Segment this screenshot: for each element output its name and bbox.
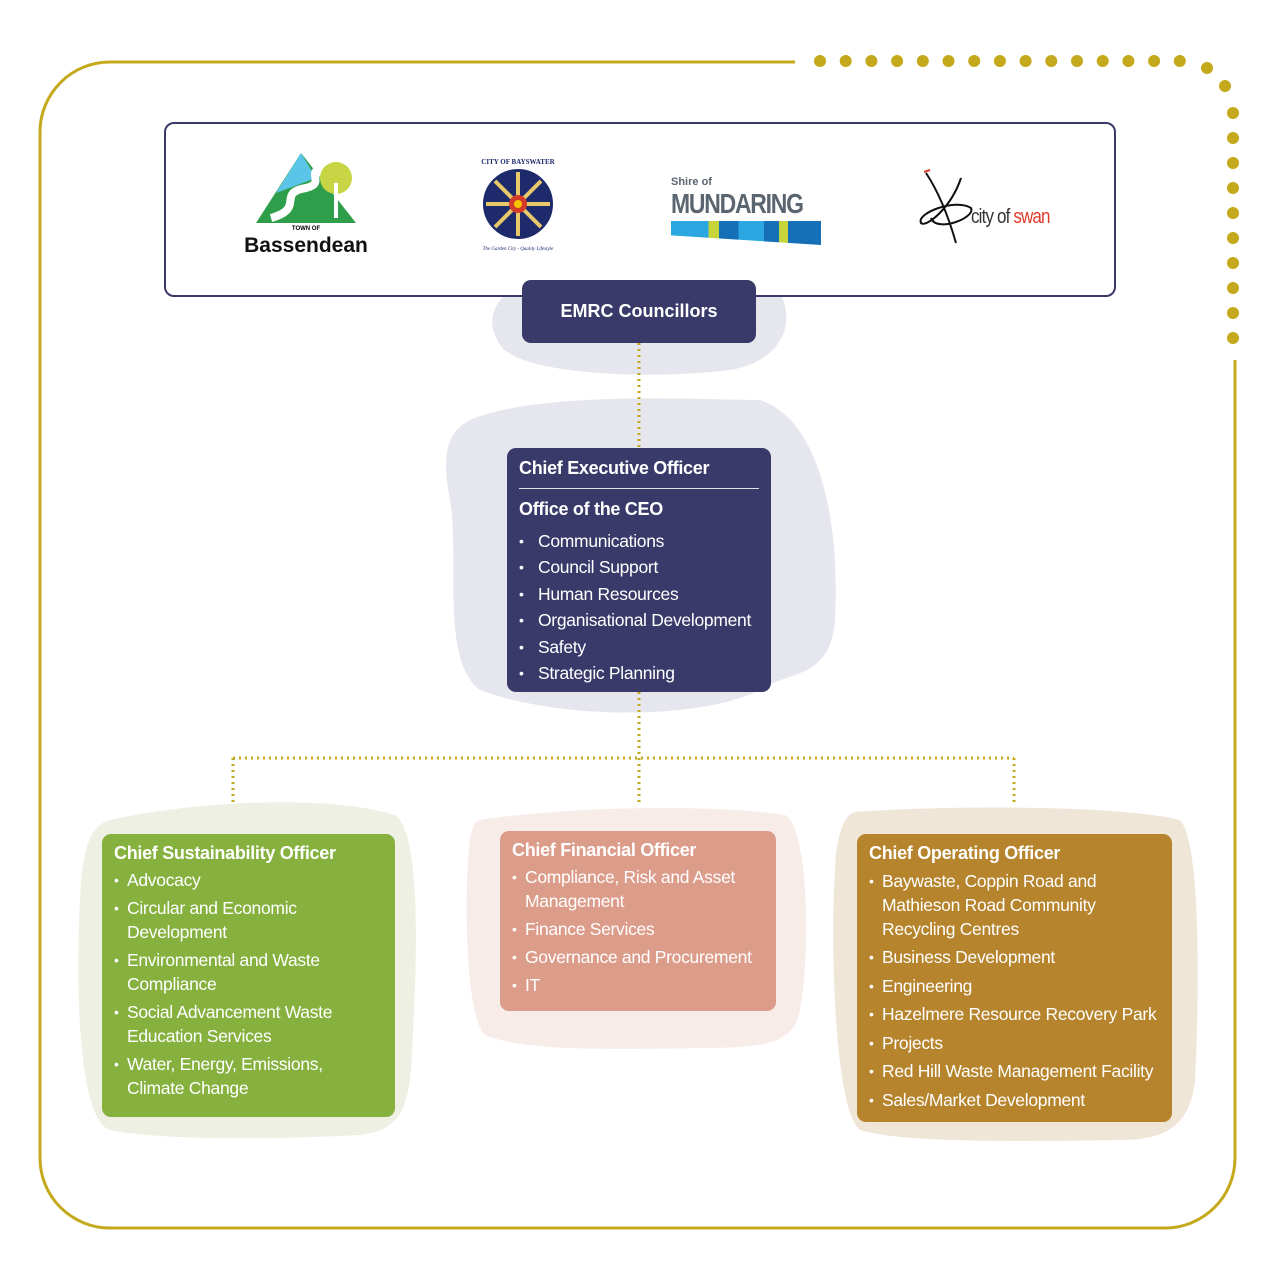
list-item: Compliance, Risk and Asset Management bbox=[512, 865, 764, 913]
frame-dot bbox=[1227, 232, 1239, 244]
councillors-title: EMRC Councillors bbox=[560, 301, 718, 321]
logo-city-of-swan: city of swan bbox=[916, 168, 1076, 248]
list-item: Human Resources bbox=[519, 581, 759, 608]
logo-text-big: MUNDARING bbox=[671, 188, 804, 219]
ceo-divider bbox=[519, 488, 759, 489]
cfo-list: Compliance, Risk and Asset Management Fi… bbox=[512, 865, 764, 997]
frame-dot bbox=[916, 55, 929, 67]
frame-dot bbox=[1227, 157, 1239, 169]
frame-dot bbox=[1227, 182, 1239, 194]
list-item: Sales/Market Development bbox=[869, 1088, 1160, 1112]
logo-bayswater: CITY OF BAYSWATER The Garden City - Qual… bbox=[471, 152, 566, 252]
bayswater-sunflower-icon: CITY OF BAYSWATER The Garden City - Qual… bbox=[481, 158, 556, 252]
list-item: Council Support bbox=[519, 554, 759, 581]
frame-dots bbox=[814, 55, 1239, 344]
svg-text:The Garden City - Quality Life: The Garden City - Quality Lifestyle bbox=[483, 247, 555, 252]
list-item: Strategic Planning bbox=[519, 660, 759, 687]
frame-dot bbox=[993, 55, 1006, 67]
list-item: Red Hill Waste Management Facility bbox=[869, 1059, 1160, 1083]
ceo-subtitle: Office of the CEO bbox=[519, 499, 663, 519]
list-item: Hazelmere Resource Recovery Park bbox=[869, 1002, 1160, 1026]
list-item: Safety bbox=[519, 634, 759, 661]
list-item: Environmental and Waste Compliance bbox=[114, 948, 383, 996]
list-item: Governance and Procurement bbox=[512, 945, 764, 969]
frame-dot bbox=[1219, 80, 1231, 92]
svg-text:CITY OF BAYSWATER: CITY OF BAYSWATER bbox=[481, 158, 555, 166]
list-item: Baywaste, Coppin Road and Mathieson Road… bbox=[869, 869, 1160, 941]
logo-mundaring: Shire of MUNDARING bbox=[671, 168, 826, 250]
frame-dot bbox=[1227, 107, 1239, 119]
list-item: Finance Services bbox=[512, 917, 764, 941]
list-item: Circular and Economic Development bbox=[114, 896, 383, 944]
frame-dot bbox=[1227, 207, 1239, 219]
frame-dot bbox=[1227, 307, 1239, 319]
logo-text-city-of: city of bbox=[971, 206, 1014, 228]
list-item: IT bbox=[512, 973, 764, 997]
frame-dot bbox=[1227, 132, 1239, 144]
frame-dot bbox=[968, 55, 981, 67]
frame-dot bbox=[814, 55, 826, 67]
coo-title: Chief Operating Officer bbox=[869, 843, 1061, 863]
connectors bbox=[231, 343, 1016, 805]
frame-dot bbox=[1173, 55, 1186, 67]
list-item: Organisational Development bbox=[519, 607, 759, 634]
frame-dot bbox=[865, 55, 878, 67]
ceo-title: Chief Executive Officer bbox=[519, 458, 710, 478]
list-item: Water, Energy, Emissions, Climate Change bbox=[114, 1052, 383, 1100]
frame-dot bbox=[1096, 55, 1109, 67]
frame-dot bbox=[1201, 62, 1213, 74]
coo-list: Baywaste, Coppin Road and Mathieson Road… bbox=[869, 869, 1160, 1112]
mundaring-stripes-icon bbox=[671, 221, 821, 245]
frame-dot bbox=[1019, 55, 1032, 67]
operating-officer-box: Chief Operating Officer Baywaste, Coppin… bbox=[857, 834, 1172, 1122]
bassendean-landscape-icon bbox=[256, 153, 356, 223]
frame-dot bbox=[1071, 55, 1083, 67]
frame-dot bbox=[839, 55, 852, 67]
list-item: Projects bbox=[869, 1031, 1160, 1055]
ceo-box: Chief Executive Officer Office of the CE… bbox=[507, 448, 771, 692]
cso-title: Chief Sustainability Officer bbox=[114, 843, 336, 863]
list-item: Communications bbox=[519, 528, 759, 555]
logo-text-small: Shire of bbox=[671, 176, 712, 188]
frame-line bbox=[38, 60, 1237, 1230]
sustainability-officer-box: Chief Sustainability Officer Advocacy Ci… bbox=[102, 834, 395, 1117]
emrc-councillors-box: EMRC Councillors bbox=[522, 280, 756, 343]
frame-dot bbox=[1122, 55, 1135, 67]
frame-dot bbox=[1227, 332, 1239, 344]
swan-scribble-icon bbox=[919, 169, 973, 244]
member-councils-logos: TOWN OF Bassendean CITY OF BAYSWATER The… bbox=[164, 122, 1116, 297]
frame-dot bbox=[1227, 282, 1239, 294]
logo-text-small: TOWN OF bbox=[291, 226, 321, 232]
cfo-title: Chief Financial Officer bbox=[512, 840, 697, 860]
list-item: Business Development bbox=[869, 945, 1160, 969]
frame-dot bbox=[1148, 55, 1161, 67]
cso-list: Advocacy Circular and Economic Developme… bbox=[114, 868, 383, 1100]
frame-dot bbox=[891, 55, 904, 67]
frame-dot bbox=[1227, 257, 1239, 269]
list-item: Advocacy bbox=[114, 868, 383, 892]
frame-dot bbox=[1045, 55, 1058, 67]
list-item: Engineering bbox=[869, 974, 1160, 998]
list-item: Social Advancement Waste Education Servi… bbox=[114, 1000, 383, 1048]
frame-dot bbox=[942, 55, 955, 67]
financial-officer-box: Chief Financial Officer Compliance, Risk… bbox=[500, 831, 776, 1011]
logo-bassendean: TOWN OF Bassendean bbox=[236, 148, 376, 258]
logo-text-swan: swan bbox=[1013, 206, 1050, 228]
logo-text-big: Bassendean bbox=[244, 234, 368, 257]
ceo-list: Communications Council Support Human Res… bbox=[519, 528, 759, 687]
